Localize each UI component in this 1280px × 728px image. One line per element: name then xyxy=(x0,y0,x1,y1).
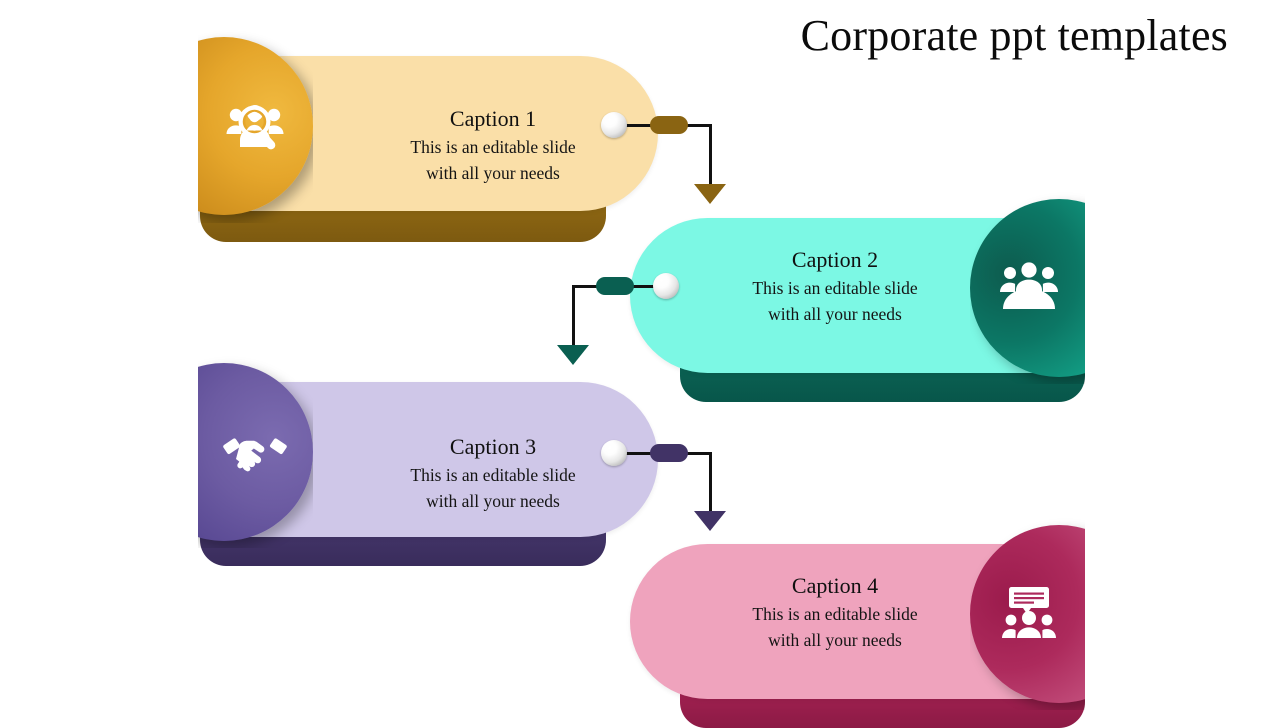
connector-1-arrowhead xyxy=(694,184,726,204)
card-1-icon-panel xyxy=(198,28,313,223)
connector-2-sphere xyxy=(653,273,679,299)
card-1[interactable]: Caption 1 This is an editable slide with… xyxy=(198,28,658,242)
card-3-icon-panel xyxy=(198,356,313,548)
card-2-icon-panel xyxy=(970,192,1085,384)
connector-3-sphere xyxy=(601,440,627,466)
card-4[interactable]: Caption 4 This is an editable slide with… xyxy=(630,518,1085,728)
page-title: Corporate ppt templates xyxy=(800,11,1228,60)
connector-1-pill xyxy=(650,116,688,134)
card-3-text: Caption 3 This is an editable slide with… xyxy=(343,434,643,515)
handshake-icon xyxy=(223,420,287,484)
card-2[interactable]: Caption 2 This is an editable slide with… xyxy=(630,192,1085,402)
card-3-description-line1: This is an editable slide xyxy=(410,464,576,485)
card-3-caption: Caption 3 xyxy=(449,434,537,459)
connector-2-arrowhead xyxy=(557,345,589,365)
presentation-training-icon xyxy=(997,582,1061,646)
connector-3-pill xyxy=(650,444,688,462)
card-2-description-line2: with all your needs xyxy=(768,303,902,324)
connector-1-sphere xyxy=(601,112,627,138)
connector-2-line-vertical xyxy=(572,285,575,347)
card-1-text: Caption 1 This is an editable slide with… xyxy=(343,106,643,187)
card-1-description-line1: This is an editable slide xyxy=(410,136,576,157)
card-1-caption: Caption 1 xyxy=(449,106,537,131)
group-people-icon xyxy=(997,256,1061,320)
card-3[interactable]: Caption 3 This is an editable slide with… xyxy=(198,356,658,566)
connector-3-line-vertical xyxy=(709,452,712,514)
card-2-text: Caption 2 This is an editable slide with… xyxy=(685,247,985,328)
card-2-caption: Caption 2 xyxy=(791,247,879,272)
card-4-icon-panel xyxy=(970,518,1085,710)
people-search-icon xyxy=(223,94,287,158)
connector-3-arrowhead xyxy=(694,511,726,531)
connector-1-line-vertical xyxy=(709,124,712,186)
card-4-description-line2: with all your needs xyxy=(768,629,902,650)
card-4-description-line1: This is an editable slide xyxy=(752,603,918,624)
card-1-description-line2: with all your needs xyxy=(426,162,560,183)
card-3-description-line2: with all your needs xyxy=(426,490,560,511)
connector-2-pill xyxy=(596,277,634,295)
card-4-text: Caption 4 This is an editable slide with… xyxy=(685,573,985,654)
card-2-description-line1: This is an editable slide xyxy=(752,277,918,298)
card-4-caption: Caption 4 xyxy=(791,573,879,598)
